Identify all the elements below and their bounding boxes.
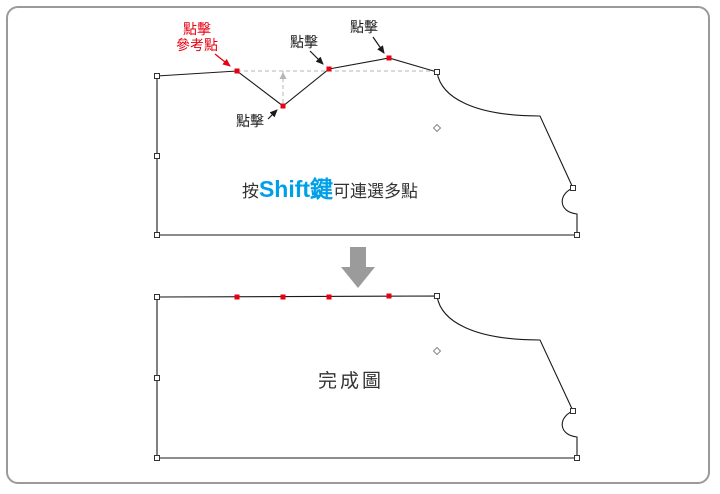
- instruction-text: 按Shift鍵可連選多點: [160, 170, 500, 204]
- handle-point: [154, 153, 160, 159]
- selected-point: [386, 55, 392, 61]
- selected-point: [326, 66, 332, 72]
- caption-complete: 完成圖: [317, 371, 384, 392]
- tutorial-frame: [6, 6, 710, 484]
- instruction-suffix: 可連選多點: [333, 182, 419, 201]
- handle-point: [154, 73, 160, 79]
- handle-point: [434, 69, 440, 75]
- bottom-pattern-outline: [156, 295, 578, 459]
- arrow-to-peak-point-icon: [372, 36, 385, 54]
- selected-point: [280, 103, 286, 109]
- top-pattern-outline: [156, 57, 578, 236]
- label-click-valley: 點擊: [236, 113, 264, 129]
- handle-point: [434, 293, 440, 299]
- handle-point: [570, 408, 576, 414]
- top-selected-points: [234, 55, 392, 109]
- arrow-to-valley-point-icon: [267, 109, 278, 120]
- bottom-selected-points: [234, 293, 392, 300]
- bottom-grain-diamond-icon: [432, 346, 442, 356]
- handle-point: [154, 375, 160, 381]
- top-grain-diamond-icon: [432, 123, 442, 133]
- handle-point: [154, 455, 160, 461]
- instruction-prefix: 按: [241, 182, 259, 201]
- arrow-to-reference-point-icon: [214, 53, 231, 67]
- handle-point: [570, 185, 576, 191]
- label-click-reference-line1: 點擊: [183, 21, 211, 37]
- bottom-handle-points: [154, 293, 580, 461]
- top-annotation-arrows: [214, 36, 385, 120]
- selected-point: [386, 293, 392, 299]
- top-handle-points: [154, 69, 580, 238]
- selected-point: [234, 68, 240, 74]
- label-click-reference-line2: 參考點: [176, 37, 218, 53]
- label-click-mid: 點擊: [290, 34, 318, 50]
- down-arrow-icon: [341, 247, 375, 288]
- instruction-shift-key: Shift鍵: [258, 176, 334, 202]
- handle-point: [574, 232, 580, 238]
- dashed-up-arrowhead-icon: [279, 72, 287, 79]
- handle-point: [154, 232, 160, 238]
- arrow-to-mid-point-icon: [309, 50, 324, 65]
- top-dashed-guides: [237, 70, 437, 106]
- handle-point: [574, 455, 580, 461]
- selected-point: [234, 294, 240, 300]
- selected-point: [326, 294, 332, 300]
- label-click-peak: 點擊: [350, 19, 378, 35]
- label-click-reference: 點擊 參考點: [170, 21, 224, 53]
- selected-point: [280, 294, 286, 300]
- handle-point: [154, 294, 160, 300]
